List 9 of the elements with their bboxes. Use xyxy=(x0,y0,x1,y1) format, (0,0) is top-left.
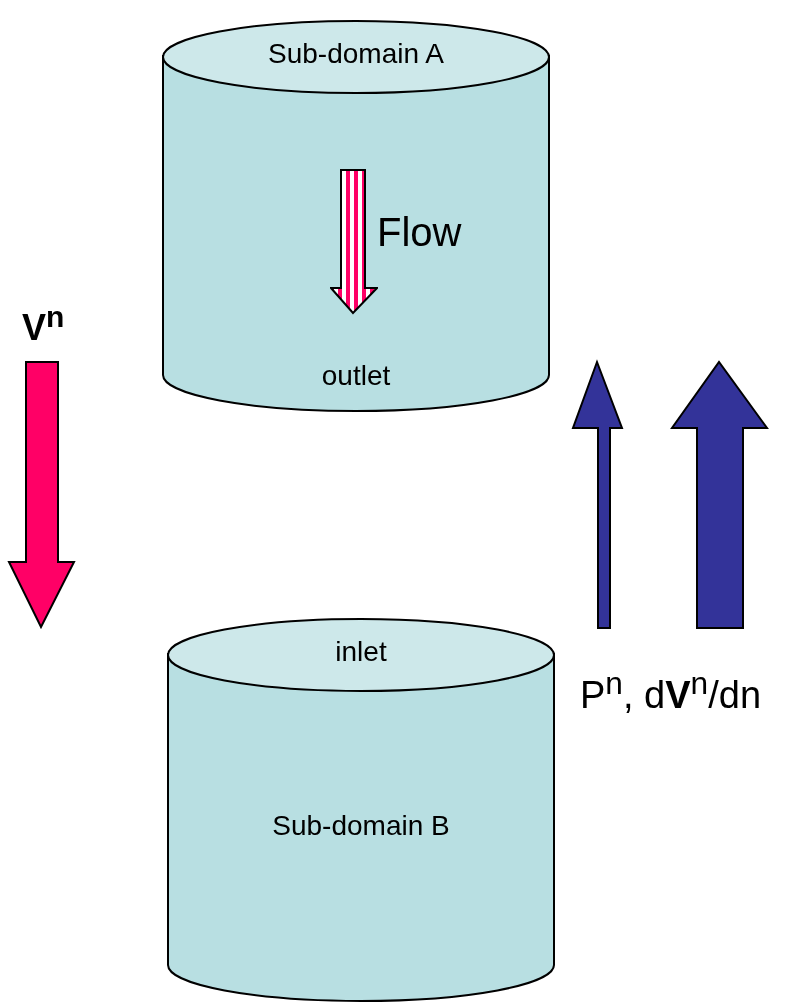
boundary-label: inlet xyxy=(334,636,388,668)
flow-label: Flow xyxy=(377,210,462,255)
pressure-gradient-label: P$^{n}$, dV$^{n}$/dn xyxy=(580,665,761,717)
cylinder-node xyxy=(167,618,555,1002)
velocity-label: V$^{n}$ xyxy=(22,300,65,349)
region-title: Sub-domain B xyxy=(271,810,451,842)
boundary-label: outlet xyxy=(320,360,392,392)
cylinder-node xyxy=(162,20,550,412)
region-title: Sub-domain A xyxy=(267,38,445,70)
